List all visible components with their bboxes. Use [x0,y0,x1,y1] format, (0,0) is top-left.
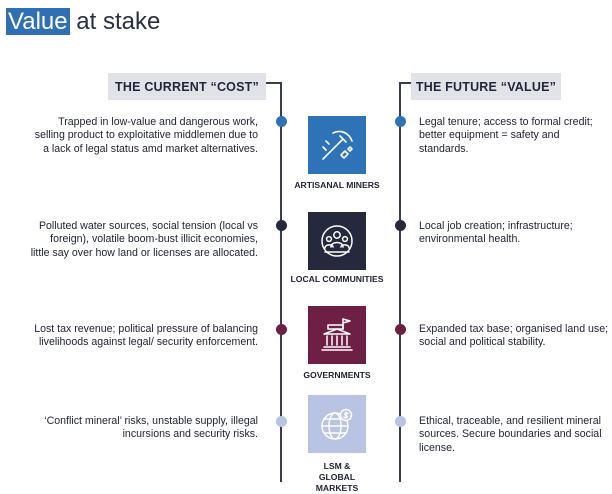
local-communities-icon-box [308,212,366,270]
right-header-connector [399,82,411,84]
timeline-dot-right [394,323,406,335]
timeline-dot-right [394,415,406,427]
category-label-lsm-text: LSM & GLOBAL MARKETS [315,461,359,493]
category-label-lsm-global-markets: LSM & GLOBAL MARKETS [280,461,394,494]
timeline-dot-left [275,415,287,427]
cost-text-lsm-global-markets: ‘Conflict mineral’ risks, unstable suppl… [44,415,258,441]
government-building-icon [321,318,353,351]
value-text-lsm-global-markets: Ethical, traceable, and resilient minera… [419,415,602,454]
timeline-dot-left [275,115,287,127]
page-title: Value at stake [6,7,160,37]
lsm-global-markets-icon-box [308,395,366,453]
title-rest: at stake [69,8,161,35]
cost-text-artisanal-miners: Trapped in low-value and dangerous work,… [34,116,258,155]
cost-text-governments: Lost tax revenue; political pressure of … [34,323,258,349]
community-icon [321,225,353,257]
title-highlight: Value [6,8,70,35]
globe-market-icon [321,408,353,440]
left-timeline-line [280,82,282,482]
mining-pickaxe-icon [322,130,353,160]
timeline-dot-right [394,115,406,127]
timeline-dot-right [394,219,406,231]
left-header-connector [266,82,281,84]
category-label-local-communities: LOCAL COMMUNITIES [290,274,384,284]
value-text-local-communities: Local job creation; infrastructure; envi… [419,220,573,246]
category-label-governments: GOVERNMENTS [303,370,371,380]
category-label-artisanal-miners: ARTISANAL MINERS [294,180,380,190]
right-timeline-line [399,82,401,482]
timeline-dot-left [275,219,287,231]
value-text-governments: Expanded tax base; organised land use; s… [419,323,609,349]
artisanal-miners-icon-box [308,116,366,174]
governments-icon-box [308,306,366,364]
future-value-header: THE FUTURE “VALUE” [411,73,561,100]
cost-text-local-communities: Polluted water sources, social tension (… [30,220,258,259]
timeline-dot-left [275,323,287,335]
value-text-artisanal-miners: Legal tenure; access to formal credit; b… [419,116,593,155]
current-cost-header: THE CURRENT “COST” [108,73,266,100]
